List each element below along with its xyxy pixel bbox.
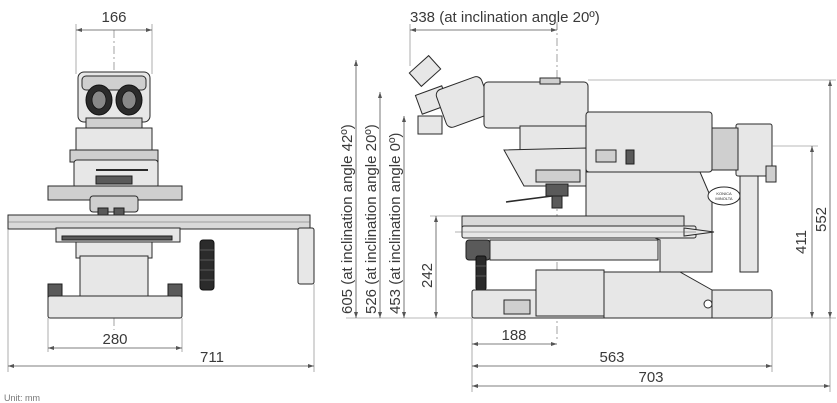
dim-side-height-20: 526 (at inclination angle 20º) xyxy=(363,124,380,314)
dim-side-height-arm: 411 xyxy=(793,230,810,254)
side-view: KONICA MINOLTA xyxy=(408,22,777,340)
dim-side-height-0: 453 (at inclination angle 0º) xyxy=(387,133,404,314)
dim-front-base-width: 280 xyxy=(102,331,127,348)
side-dimensions: 338 (at inclination angle 20º) 605 (at i… xyxy=(339,9,836,392)
dim-side-stage-height: 242 xyxy=(419,263,436,288)
svg-text:MINOLTA: MINOLTA xyxy=(715,196,733,201)
dim-side-eyepiece-offset: 338 (at inclination angle 20º) xyxy=(410,9,600,26)
dim-side-height-42: 605 (at inclination angle 42º) xyxy=(339,124,356,314)
front-view xyxy=(7,30,315,330)
dim-front-overall-width: 711 xyxy=(200,349,224,366)
eyepiece-tubes xyxy=(408,54,493,135)
svg-text:KONICA: KONICA xyxy=(716,191,732,196)
eyepiece-head xyxy=(77,71,151,129)
dim-side-height-total: 552 xyxy=(813,207,830,232)
unit-note: Unit: mm xyxy=(4,393,40,403)
dim-side-front-offset: 188 xyxy=(501,327,526,344)
brand-logo: KONICA MINOLTA xyxy=(707,186,741,206)
dim-front-width-top: 166 xyxy=(101,9,126,26)
dim-side-overall-depth: 703 xyxy=(638,369,663,386)
front-dimensions: 166 280 711 xyxy=(7,9,315,372)
dim-side-depth-body: 563 xyxy=(599,349,624,366)
